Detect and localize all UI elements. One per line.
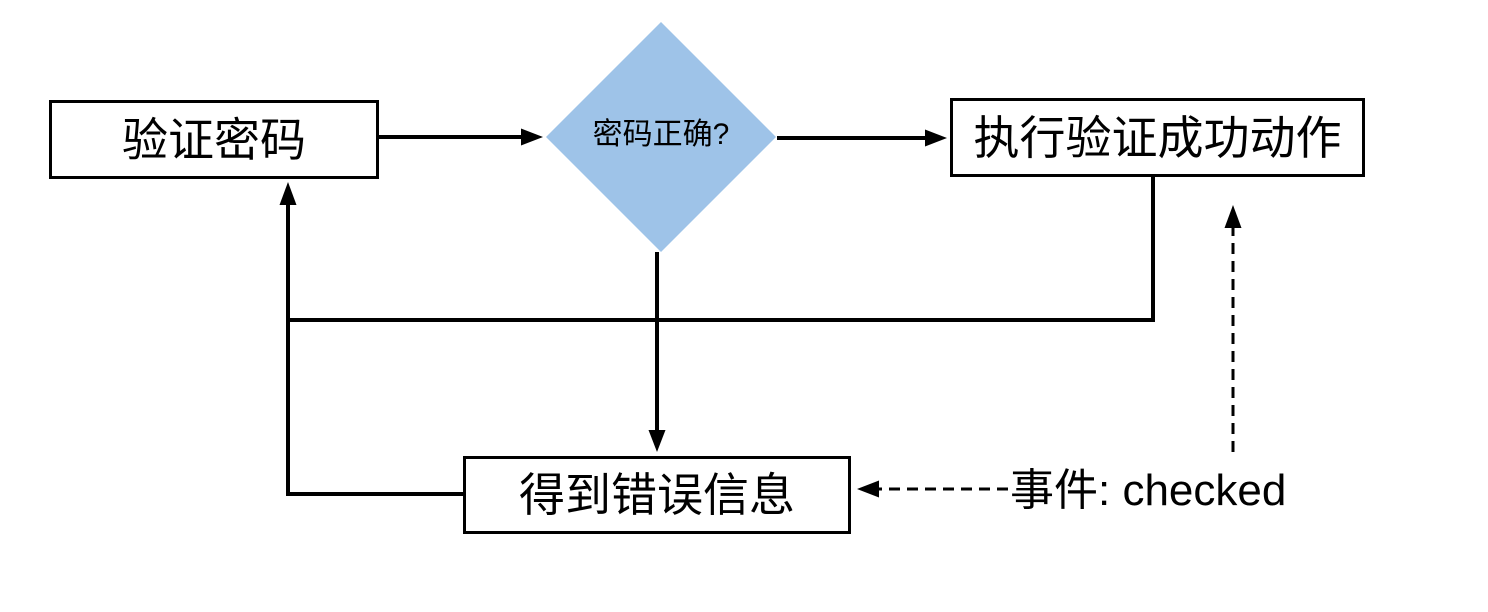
- event-checked-annotation: 事件: checked: [1010, 466, 1287, 515]
- edge-verify-to-decision-arrowhead: [521, 128, 543, 146]
- node-verify-password: 验证密码: [49, 100, 379, 179]
- edge-error-to-verify-arrowhead: [279, 182, 297, 205]
- decision-diamond-shape: [546, 22, 776, 252]
- edge-success-loopback: [286, 176, 1155, 322]
- edge-event-to-success-arrowhead: [1224, 205, 1242, 228]
- node-success-action: 执行验证成功动作: [950, 98, 1365, 177]
- node-error-message-label: 得到错误信息: [519, 469, 795, 521]
- node-error-message: 得到错误信息: [463, 456, 851, 534]
- edge-decision-to-error-arrowhead: [648, 430, 666, 452]
- node-password-decision-label: 密码正确?: [592, 118, 730, 151]
- node-success-action-label: 执行验证成功动作: [973, 111, 1342, 164]
- edge-error-to-verify: [286, 204, 463, 496]
- edge-event-to-error-arrowhead: [857, 480, 879, 498]
- edge-decision-to-success-arrowhead: [925, 129, 947, 147]
- node-verify-password-label: 验证密码: [122, 113, 306, 166]
